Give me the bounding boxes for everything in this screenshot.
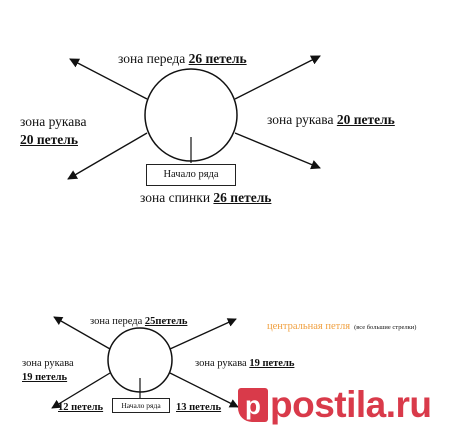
arrow-front-right-1 (234, 55, 321, 100)
front-zone-text-1: зона переда (118, 51, 186, 66)
row-start-box-2: Начало ряда (112, 398, 170, 413)
right-sleeve-text-2: зона рукава (195, 358, 247, 369)
watermark-text: postila.ru (270, 384, 432, 425)
arrow-back-left-1 (67, 132, 148, 180)
row-start-box-1: Начало ряда (146, 164, 236, 186)
right-sleeve-count-2: 19 петель (249, 358, 295, 369)
central-stitch-legend: центральная петля (все большие стрелки) (267, 316, 416, 334)
front-zone-text-2: зона переда (90, 316, 143, 327)
right-sleeve-count-1: 20 петель (336, 112, 395, 127)
left-sleeve-label-1: зона рукава 20 петель (20, 114, 87, 148)
row-start-text-2: Начало ряда (121, 401, 161, 410)
arrow-back-right-1 (234, 132, 321, 170)
front-zone-count-2: 25петель (144, 316, 188, 327)
central-stitch-note: (все большие стрелки) (354, 324, 417, 331)
right-sleeve-label-2: зона рукава 19 петель (195, 358, 294, 370)
back-right-count-2: 13 петель (176, 402, 222, 413)
row-start-text-1: Начало ряда (163, 169, 219, 180)
left-sleeve-text-1: зона рукава (20, 114, 87, 129)
front-zone-label-1: зона переда 26 петель (118, 51, 247, 67)
arrow-front-left-1 (69, 58, 148, 100)
central-stitch-text: центральная петля (267, 321, 351, 332)
arrow-back-right-2 (169, 372, 239, 408)
arrow-front-right-2 (169, 318, 237, 350)
back-zone-count-1: 26 петель (213, 190, 272, 205)
front-zone-label-2: зона переда 25петель (90, 316, 187, 328)
right-sleeve-text-1: зона рукава (267, 112, 334, 127)
back-left-count-2: 12 петель (58, 402, 104, 413)
p-logo-icon: p (238, 388, 268, 422)
postila-watermark: p postila.ru (238, 382, 432, 428)
left-sleeve-label-2: зона рукава 19 петель (22, 358, 74, 383)
left-sleeve-count-1: 20 петель (20, 131, 78, 147)
left-sleeve-text-2: зона рукава (22, 358, 74, 369)
front-zone-count-1: 26 петель (188, 51, 247, 66)
arrow-back-left-2 (51, 372, 111, 409)
back-zone-text-1: зона спинки (140, 190, 211, 205)
left-sleeve-count-2: 19 петель (22, 371, 68, 383)
back-zone-label-1: зона спинки 26 петель (140, 190, 272, 206)
right-sleeve-label-1: зона рукава 20 петель (267, 112, 395, 128)
arrow-front-left-2 (53, 316, 111, 350)
